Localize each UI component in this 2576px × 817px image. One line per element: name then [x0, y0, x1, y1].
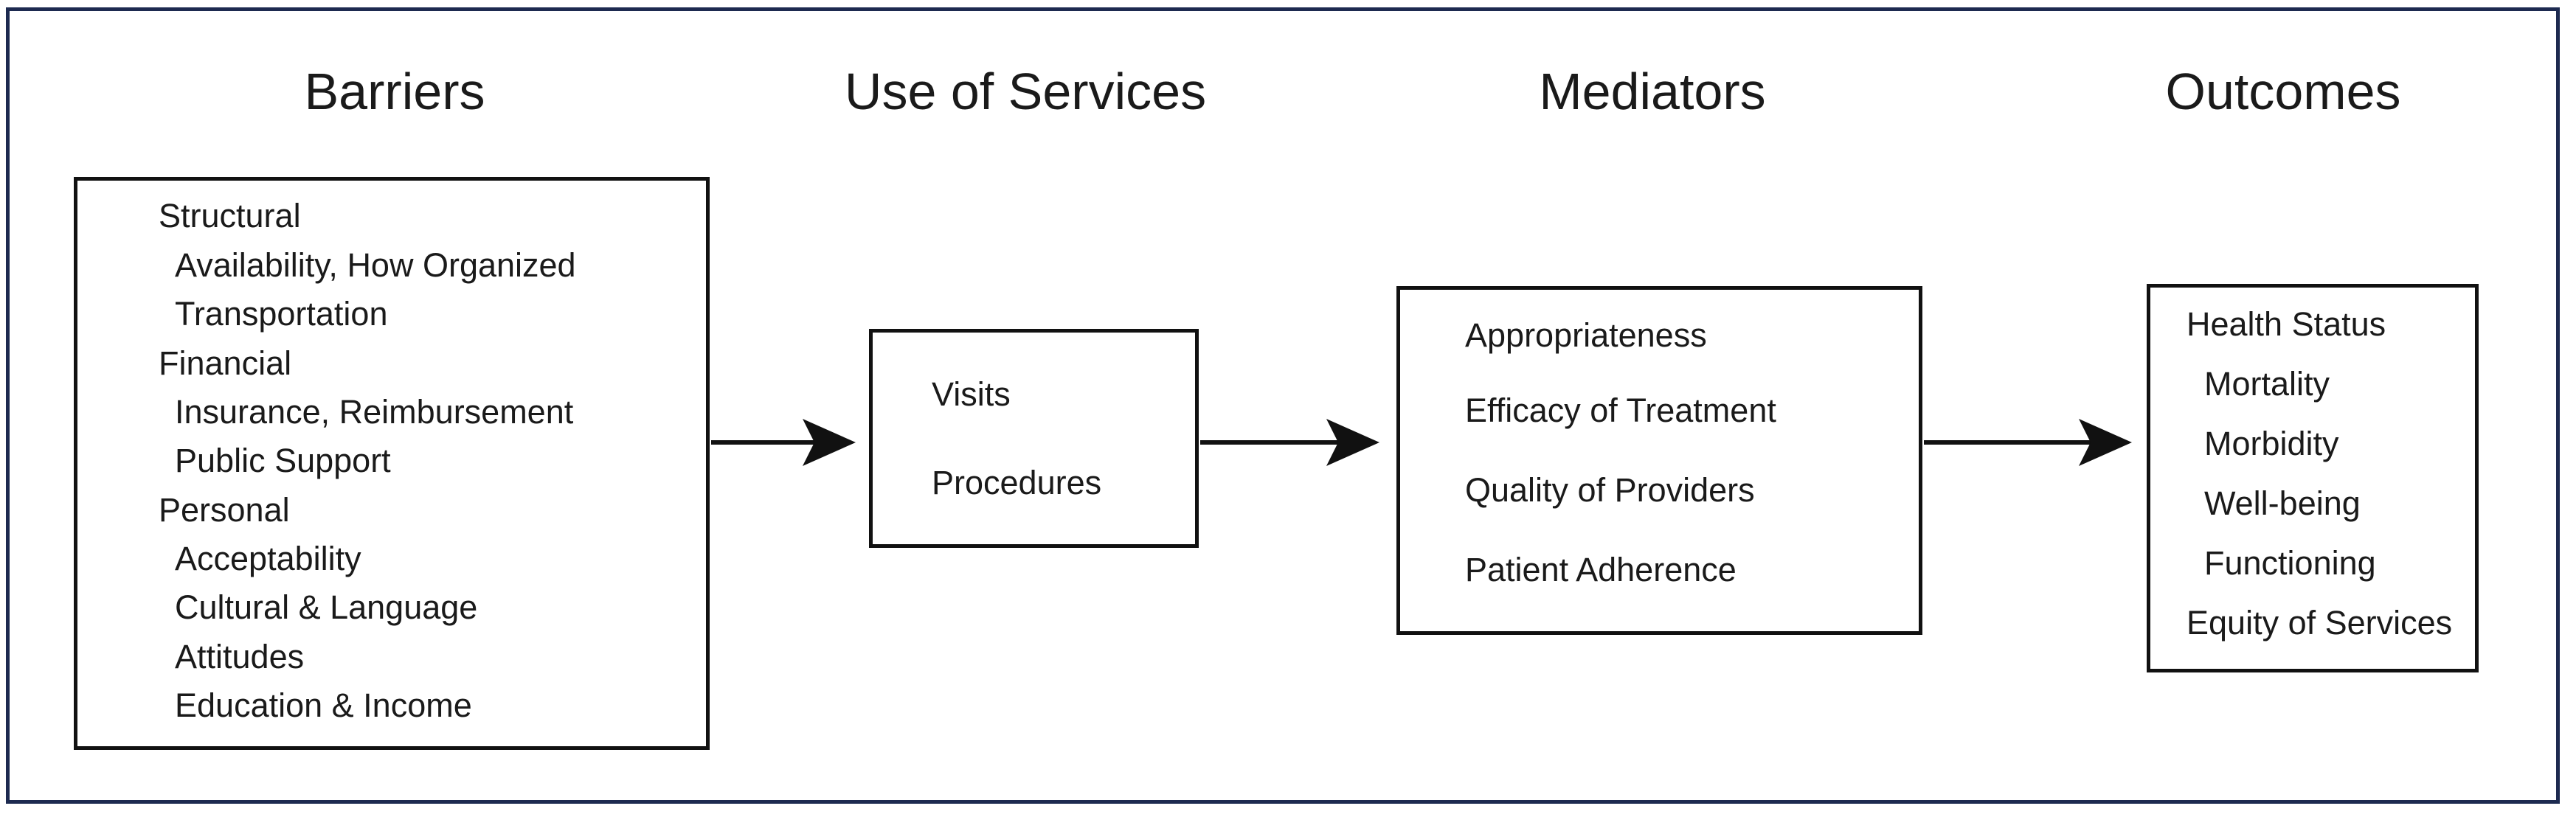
arrow-mediators-to-outcomes	[1924, 419, 2132, 466]
outcome-item: Functioning	[2204, 544, 2376, 582]
outcome-item: Mortality	[2204, 365, 2330, 403]
outcome-category-health-status: Health Status	[2187, 305, 2386, 343]
use-of-services-box	[869, 329, 1199, 548]
barrier-item: Insurance, Reimbursement	[175, 393, 574, 431]
arrow-barriers-to-services	[711, 419, 856, 466]
barrier-item: Education & Income	[175, 686, 472, 724]
barrier-item: Attitudes	[175, 638, 305, 675]
barriers-box	[74, 177, 710, 750]
mediators-heading: Mediators	[1539, 63, 1766, 120]
outcome-category-equity: Equity of Services	[2187, 604, 2453, 642]
mediator-item: Appropriateness	[1465, 316, 1707, 354]
outcomes-box	[2147, 284, 2479, 672]
mediator-item: Quality of Providers	[1465, 471, 1755, 509]
barrier-category-personal: Personal	[159, 491, 290, 529]
outcome-item: Morbidity	[2204, 425, 2339, 462]
barriers-heading: Barriers	[304, 63, 485, 120]
outcome-item: Well-being	[2204, 484, 2361, 522]
barrier-category-structural: Structural	[159, 197, 301, 234]
arrow-services-to-mediators	[1200, 419, 1379, 466]
diagram-frame	[6, 7, 2560, 804]
barrier-item: Public Support	[175, 442, 391, 479]
barrier-item: Availability, How Organized	[175, 246, 576, 284]
mediator-item: Patient Adherence	[1465, 551, 1737, 588]
service-item: Procedures	[932, 464, 1102, 501]
use-of-services-heading: Use of Services	[844, 63, 1207, 120]
outcomes-heading: Outcomes	[2165, 63, 2401, 120]
barrier-item: Transportation	[175, 295, 388, 333]
barrier-item: Acceptability	[175, 540, 361, 577]
barrier-item: Cultural & Language	[175, 588, 478, 626]
mediator-item: Efficacy of Treatment	[1465, 392, 1776, 429]
mediators-box	[1396, 286, 1922, 635]
service-item: Visits	[932, 375, 1011, 413]
barrier-category-financial: Financial	[159, 344, 292, 382]
